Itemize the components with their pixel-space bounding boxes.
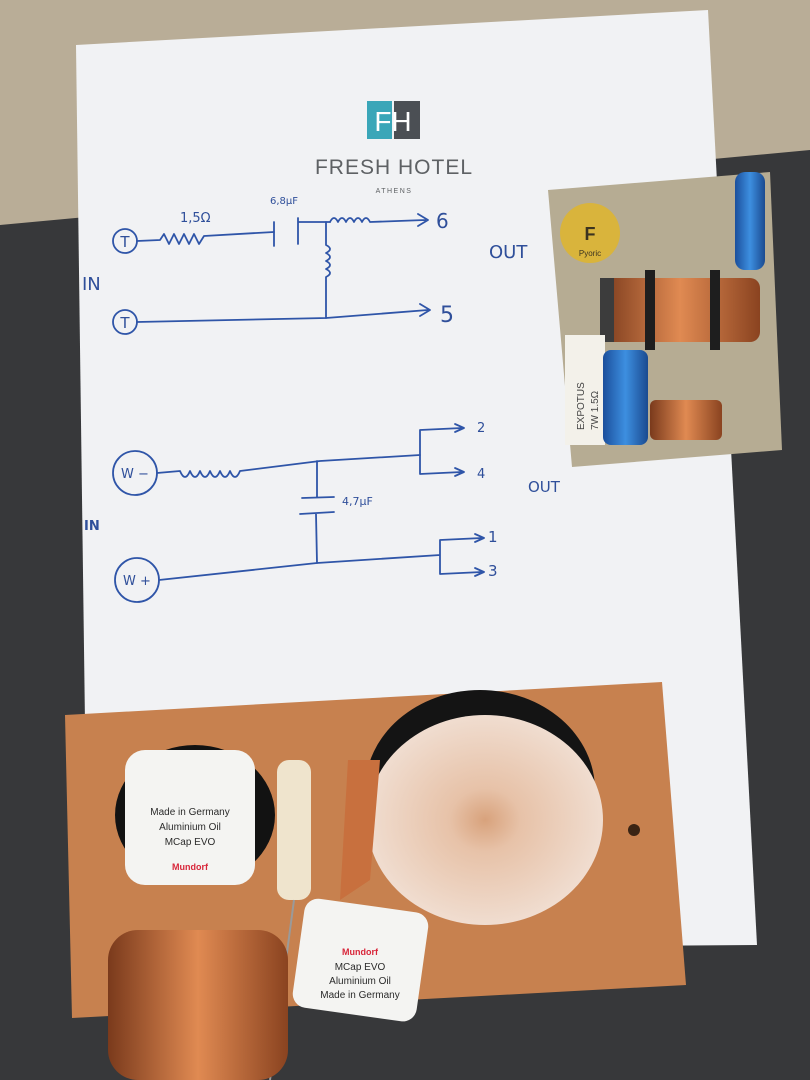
input-label: IN (82, 274, 101, 295)
pcb-crossover: F Pyoric EXPOTUS 7W 1.5Ω (548, 172, 782, 467)
terminal-w-minus: W − (121, 467, 149, 482)
output-label-woofer: OUT (528, 478, 561, 496)
resistor-label: EXPOTUS (576, 382, 587, 430)
cement-resistor (565, 335, 605, 445)
out-pin-4: 4 (477, 467, 485, 482)
terminal-plus: T (119, 233, 130, 251)
out-pin-3: 3 (488, 562, 498, 580)
mundorf-capacitor-bottom: Mundorf MCap EVO Aluminium Oil Made in G… (292, 898, 429, 1022)
cap-brand: Mundorf (172, 862, 209, 872)
woofer-schematic: W − W + IN 2 4 4,7µF 1 3 OUT (84, 421, 561, 603)
out-pin-5: 5 (440, 303, 454, 328)
cap-model: MCap EVO (165, 837, 216, 848)
cap-model-2: MCap EVO (335, 962, 386, 973)
blue-capacitor-large (735, 172, 765, 270)
terminal-minus: T (119, 314, 130, 332)
copper-foil (340, 760, 380, 900)
input-label-woofer: IN (84, 519, 100, 534)
out-pin-6: 6 (436, 209, 449, 233)
ceramic-resistor (277, 760, 311, 900)
hotel-logo: FH FRESH HOTEL ATHENS (315, 101, 473, 195)
capacitor-value: 6,8µF (270, 196, 298, 207)
out-pin-1: 1 (488, 528, 498, 546)
cap-brand-2: Mundorf (342, 947, 379, 957)
mundorf-capacitor-top: Mundorf MCap EVO Aluminium Oil Made in G… (125, 750, 255, 885)
inductor-large (600, 278, 760, 342)
cap-dielectric: Aluminium Oil (159, 822, 221, 833)
tweeter-schematic: T T IN 1,5Ω 6,8µF 6 5 OUT (82, 196, 528, 335)
cap-dielectric-2: Aluminium Oil (329, 976, 391, 987)
wooden-board: Mundorf MCap EVO Aluminium Oil Made in G… (65, 682, 686, 1080)
cap-origin-2: Made in Germany (320, 990, 399, 1001)
resistor-value: 1,5Ω (180, 211, 211, 226)
woofer-capacitor-value: 4,7µF (342, 495, 373, 508)
resistor-rating: 7W 1.5Ω (590, 390, 601, 430)
copper-foil-inductor (108, 930, 288, 1080)
pcb-badge (560, 203, 620, 263)
cap-origin: Made in Germany (150, 807, 229, 818)
inductor-small (650, 400, 722, 440)
hotel-city: ATHENS (376, 188, 413, 195)
output-label: OUT (489, 242, 528, 263)
logo-mark: FH (374, 106, 411, 137)
air-core-inductor (367, 715, 603, 925)
badge-text: Pyoric (579, 249, 601, 258)
out-pin-2: 2 (477, 421, 485, 436)
badge-letter: F (585, 224, 596, 244)
hotel-name: FRESH HOTEL (315, 156, 473, 179)
blue-capacitor-small (603, 350, 648, 445)
terminal-w-plus: W + (123, 574, 151, 589)
